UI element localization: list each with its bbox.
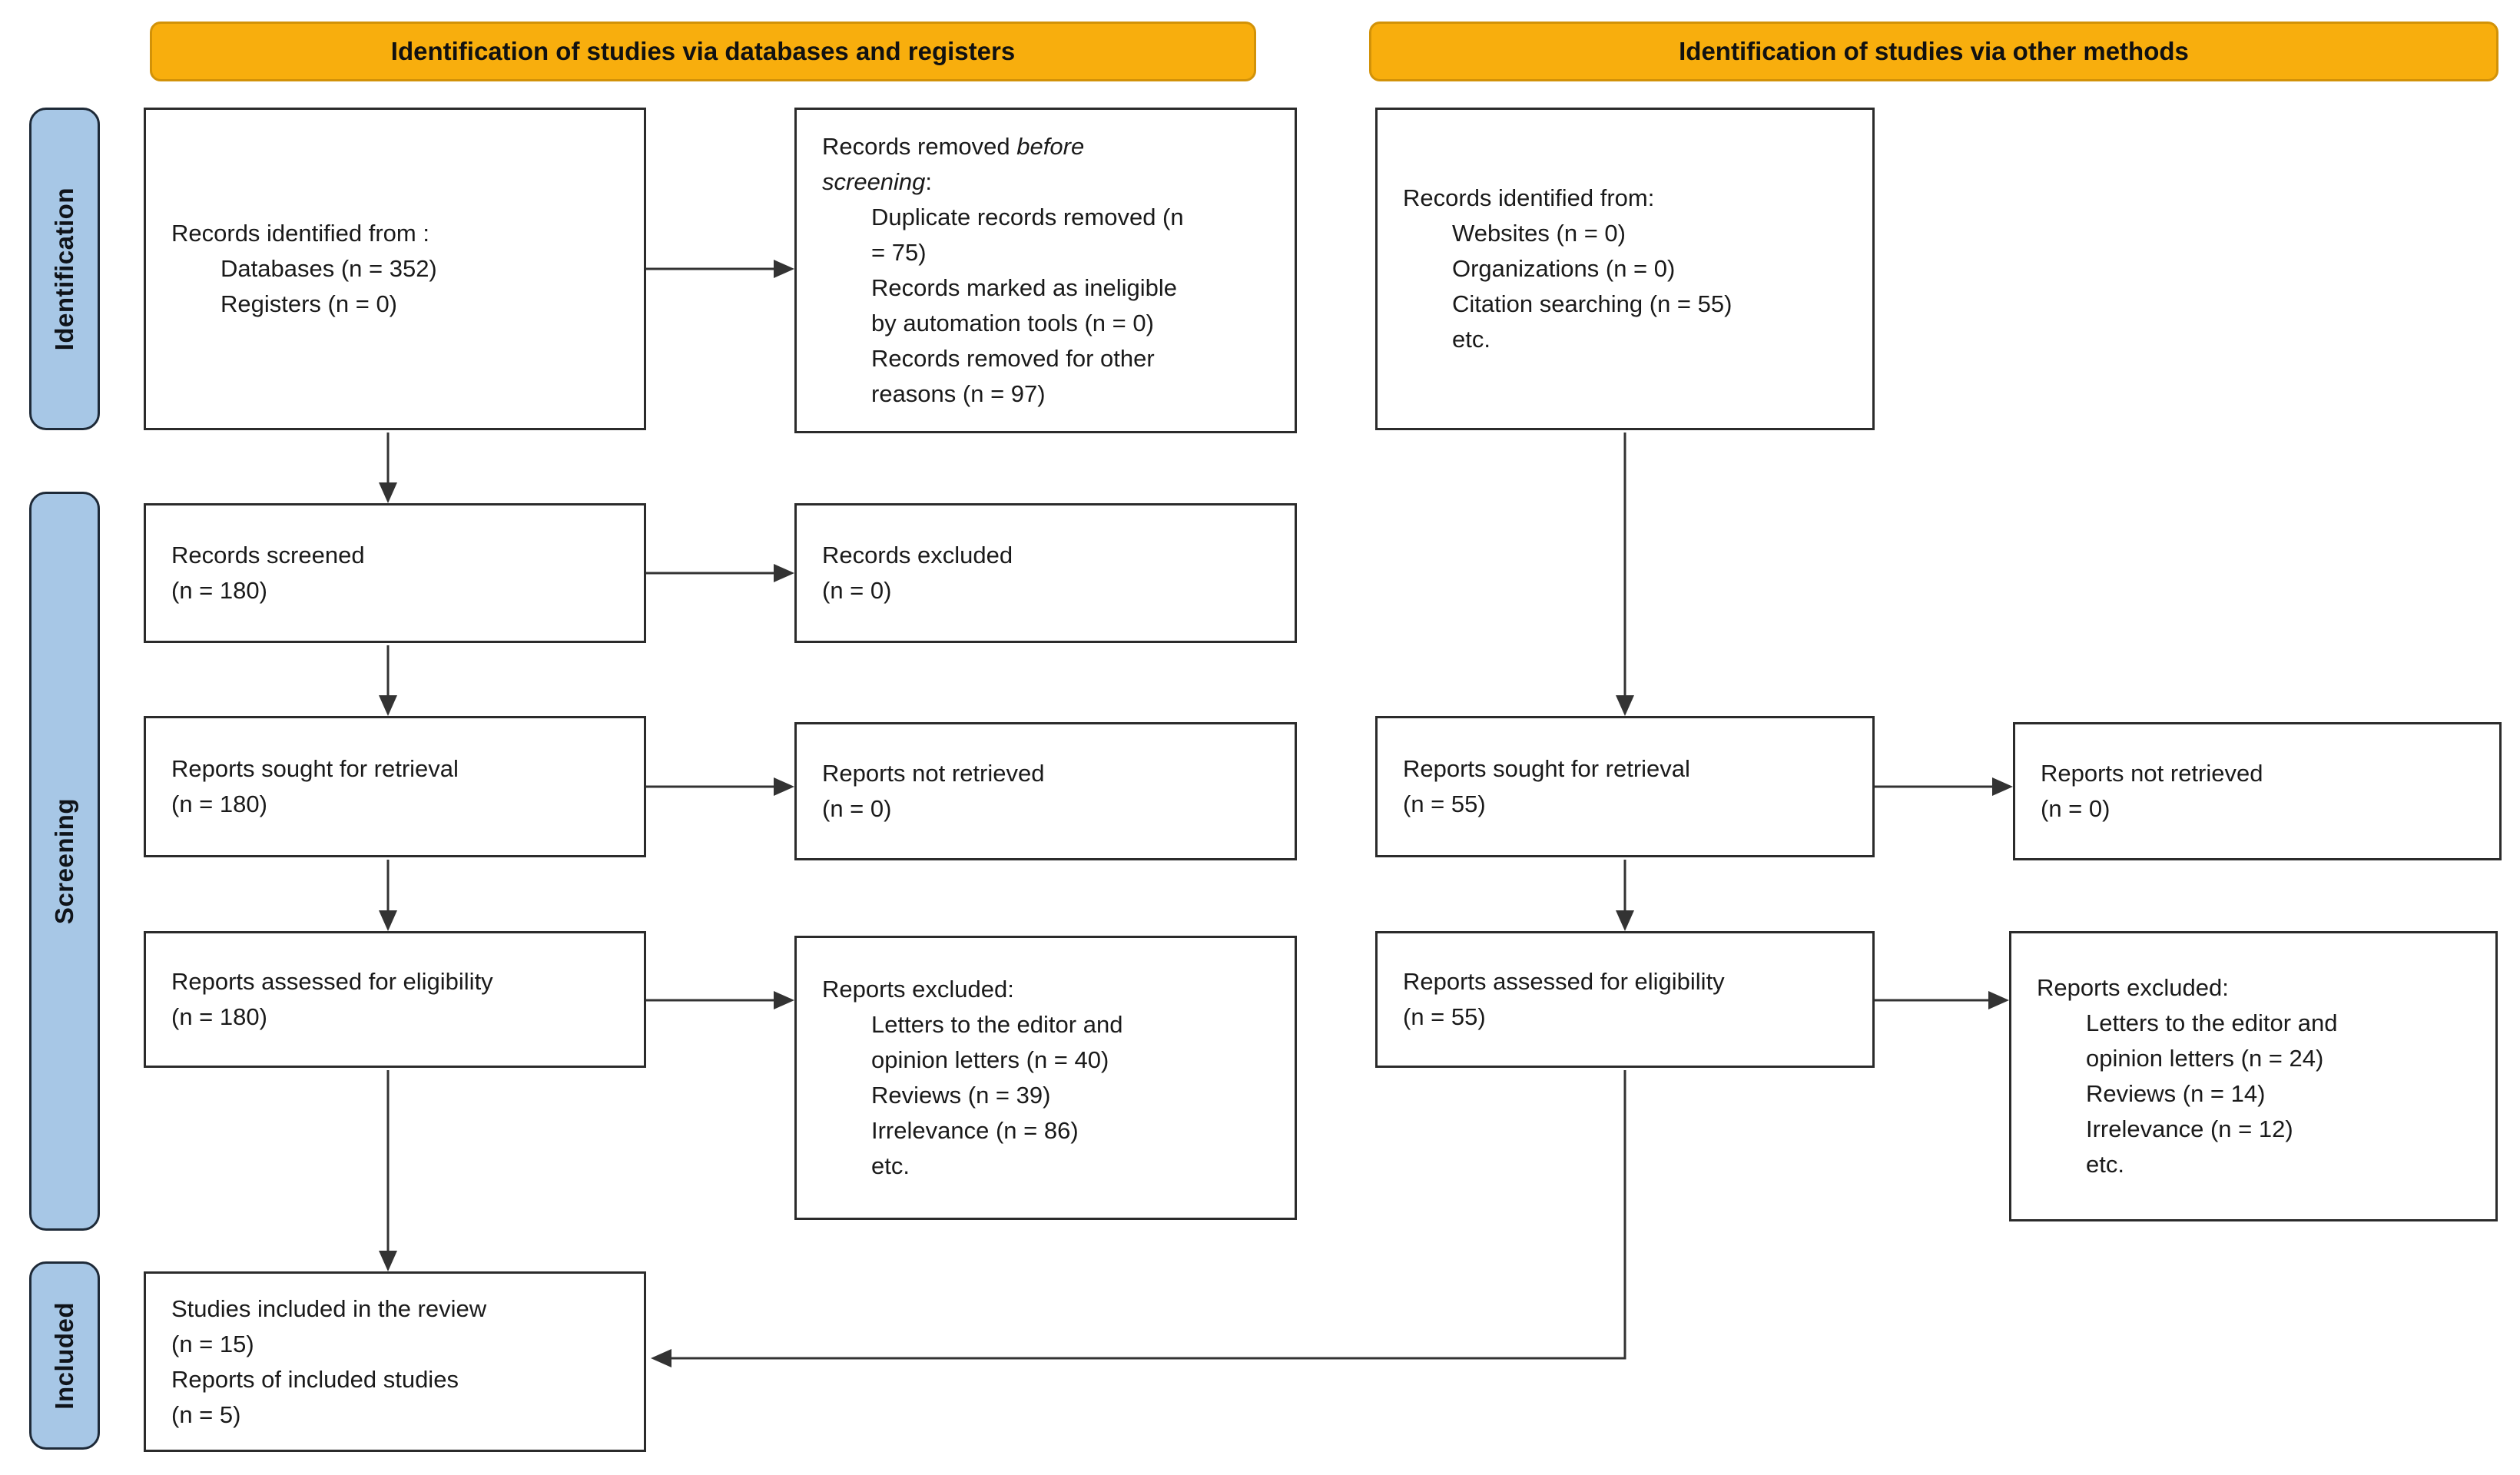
box-text-line: Reports of included studies — [171, 1365, 459, 1393]
box-text-line: Reports sought for retrieval — [1403, 755, 1690, 782]
box-text-line: Reports assessed for eligibility — [1403, 968, 1725, 995]
box-text-line: Reports not retrieved — [822, 760, 1045, 787]
banner-other-methods: Identification of studies via other meth… — [1369, 22, 2498, 81]
box-text-line: Databases (n = 352) — [220, 255, 437, 282]
box-content: Reports not retrieved (n = 0) — [797, 750, 1295, 833]
box-content: Records identified from: Websites (n = 0)… — [1378, 174, 1872, 363]
box-text-line: Reports not retrieved — [2041, 760, 2263, 787]
box-text-line: Reports assessed for eligibility — [171, 968, 493, 995]
box-text-line: (n = 180) — [171, 577, 267, 604]
box-content: Records excluded (n = 0) — [797, 532, 1295, 615]
stage-included: Included — [29, 1261, 100, 1450]
box-content: Reports excluded: Letters to the editor a… — [2011, 964, 2495, 1188]
stage-label: Screening — [50, 797, 78, 925]
box-text-line: etc. — [2086, 1151, 2124, 1178]
box-text-line: = 75) — [871, 239, 927, 266]
box-content: Records removed before screening: Duplicat… — [797, 123, 1295, 418]
banner-databases-registers: Identification of studies via databases … — [150, 22, 1256, 81]
box-text-line: (n = 180) — [171, 1003, 267, 1030]
arrow-other-assessed-to-included — [651, 1070, 1626, 1367]
box-reports-excluded-databases: Reports excluded: Letters to the editor a… — [794, 936, 1297, 1220]
box-reports-not-retrieved-other: Reports not retrieved (n = 0) — [2013, 722, 2502, 860]
box-records-screened: Records screened (n = 180) — [144, 503, 646, 643]
box-content: Reports sought for retrieval (n = 180) — [146, 745, 644, 828]
box-reports-excluded-other: Reports excluded: Letters to the editor a… — [2009, 931, 2498, 1221]
box-text-line: Records marked as ineligible — [871, 274, 1178, 301]
box-text-line: Duplicate records removed (n — [871, 204, 1184, 230]
box-reports-not-retrieved-databases: Reports not retrieved (n = 0) — [794, 722, 1297, 860]
box-text-line: screening: — [822, 168, 933, 195]
box-records-excluded: Records excluded (n = 0) — [794, 503, 1297, 643]
box-text-line: etc. — [871, 1152, 910, 1179]
box-text-line: Irrelevance (n = 86) — [871, 1117, 1079, 1144]
box-reports-assessed-other: Reports assessed for eligibility (n = 55) — [1375, 931, 1875, 1068]
box-text-line: Studies included in the review — [171, 1294, 487, 1322]
box-text-line: Irrelevance (n = 12) — [2086, 1115, 2293, 1142]
box-records-identified-databases: Records identified from : Databases (n = … — [144, 108, 646, 430]
box-text-line: Reviews (n = 14) — [2086, 1080, 2266, 1107]
box-text-line: Records identified from: — [1403, 184, 1655, 211]
box-text-line: Records removed for other — [871, 345, 1155, 372]
box-text-line: Records excluded — [822, 542, 1013, 568]
box-text-line: Organizations (n = 0) — [1452, 255, 1676, 282]
banner-label: Identification of studies via databases … — [390, 37, 1016, 65]
box-records-removed-before-screening: Records removed before screening: Duplicat… — [794, 108, 1297, 433]
box-text-line: (n = 55) — [1403, 791, 1486, 817]
box-text-line: reasons (n = 97) — [871, 380, 1046, 407]
box-text-line: (n = 0) — [822, 577, 892, 604]
box-text-line: (n = 0) — [822, 795, 892, 822]
stage-identification: Identification — [29, 108, 100, 430]
box-content: Reports sought for retrieval (n = 55) — [1378, 745, 1872, 828]
box-text-line: opinion letters (n = 24) — [2086, 1045, 2324, 1072]
box-text-line: opinion letters (n = 40) — [871, 1046, 1109, 1073]
box-text-line: Reports excluded: — [822, 976, 1014, 1003]
box-content: Studies included in the review (n = 15) Re… — [146, 1285, 644, 1439]
box-text-line: Records removed before — [822, 133, 1085, 160]
box-text-line: etc. — [1452, 326, 1490, 353]
box-text-line: Records screened — [171, 542, 365, 568]
box-text-line: (n = 180) — [171, 791, 267, 817]
box-reports-sought-databases: Reports sought for retrieval (n = 180) — [144, 716, 646, 857]
box-studies-included: Studies included in the review (n = 15) Re… — [144, 1271, 646, 1452]
box-text-line: Letters to the editor and — [2086, 1009, 2338, 1036]
stage-label: Included — [50, 1301, 78, 1410]
box-text-line: Letters to the editor and — [871, 1011, 1123, 1038]
box-text-line: Reviews (n = 39) — [871, 1082, 1051, 1109]
box-content: Records identified from : Databases (n = … — [146, 210, 644, 328]
box-text-line: (n = 0) — [2041, 795, 2110, 822]
box-content: Reports assessed for eligibility (n = 55) — [1378, 958, 1872, 1041]
box-text-line: Records identified from : — [171, 220, 429, 247]
box-text-line: Reports sought for retrieval — [171, 755, 459, 782]
box-text-line: (n = 55) — [1403, 1003, 1486, 1030]
box-content: Reports not retrieved (n = 0) — [2015, 750, 2499, 833]
stage-screening: Screening — [29, 492, 100, 1231]
box-text-line: (n = 15) — [171, 1330, 254, 1357]
box-records-identified-other: Records identified from: Websites (n = 0)… — [1375, 108, 1875, 430]
box-text-line: Websites (n = 0) — [1452, 220, 1626, 247]
box-text-line: (n = 5) — [171, 1400, 241, 1428]
box-reports-assessed-databases: Reports assessed for eligibility (n = 180… — [144, 931, 646, 1068]
box-reports-sought-other: Reports sought for retrieval (n = 55) — [1375, 716, 1875, 857]
box-content: Records screened (n = 180) — [146, 532, 644, 615]
banner-label: Identification of studies via other meth… — [1679, 37, 2189, 65]
box-content: Reports assessed for eligibility (n = 180… — [146, 958, 644, 1041]
box-content: Reports excluded: Letters to the editor a… — [797, 966, 1295, 1190]
box-text-line: Reports excluded: — [2037, 974, 2229, 1001]
stage-label: Identification — [50, 187, 78, 351]
box-text-line: Registers (n = 0) — [220, 290, 398, 317]
box-text-line: by automation tools (n = 0) — [871, 310, 1154, 336]
box-text-line: Citation searching (n = 55) — [1452, 290, 1732, 317]
